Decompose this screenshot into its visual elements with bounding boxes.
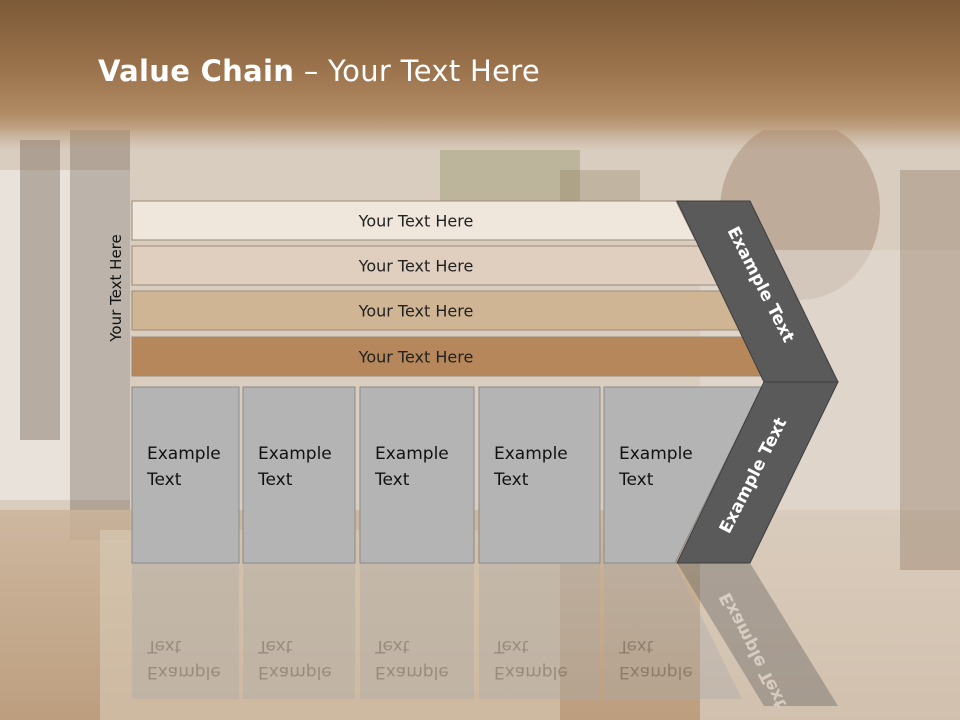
chevron-lower-arm [676, 381, 839, 564]
box-text-line1: Example [619, 444, 693, 464]
reflected-box-text-line1: Example [147, 662, 221, 682]
box-text-line2: Text [618, 470, 654, 490]
bar-label: Your Text Here [358, 212, 474, 231]
box-text-line2: Text [257, 470, 293, 490]
activity-box [359, 386, 475, 564]
reflected-box [132, 563, 239, 699]
reflected-box [243, 563, 355, 699]
reflected-box-text-line2: Text [146, 636, 182, 656]
reflected-box-text-line1: Example [258, 662, 332, 682]
box-text-line2: Text [493, 470, 529, 490]
box-text-line1: Example [375, 444, 449, 464]
reflected-box-text-line2: Text [374, 636, 410, 656]
activity-box [242, 386, 356, 564]
box-text-line1: Example [258, 444, 332, 464]
activity-box [603, 386, 763, 564]
bar-label: Your Text Here [358, 348, 474, 367]
reflected-box [360, 563, 474, 699]
reflected-box-text-line1: Example [494, 662, 568, 682]
header-band [0, 0, 960, 150]
title-bold: Value Chain [98, 54, 295, 88]
activity-box [131, 386, 240, 564]
reflected-box-text-line1: Example [619, 662, 693, 682]
reflected-box-text-line1: Example [375, 662, 449, 682]
box-text-line1: Example [147, 444, 221, 464]
box-text-line2: Text [374, 470, 410, 490]
reflected-box-text-line2: Text [618, 636, 654, 656]
bar-label: Your Text Here [358, 302, 474, 321]
reflected-box [604, 563, 742, 699]
reflected-box-text-line2: Text [257, 636, 293, 656]
reflected-box-text-line2: Text [493, 636, 529, 656]
reflected-box [479, 563, 600, 699]
box-text-line2: Text [146, 470, 182, 490]
box-text-line1: Example [494, 444, 568, 464]
bar-label: Your Text Here [358, 257, 474, 276]
title-rest: – Your Text Here [294, 54, 540, 88]
reflected-chevron-arm [677, 563, 838, 706]
slide-title: Value Chain – Your Text Here [98, 54, 540, 88]
activity-box [478, 386, 601, 564]
